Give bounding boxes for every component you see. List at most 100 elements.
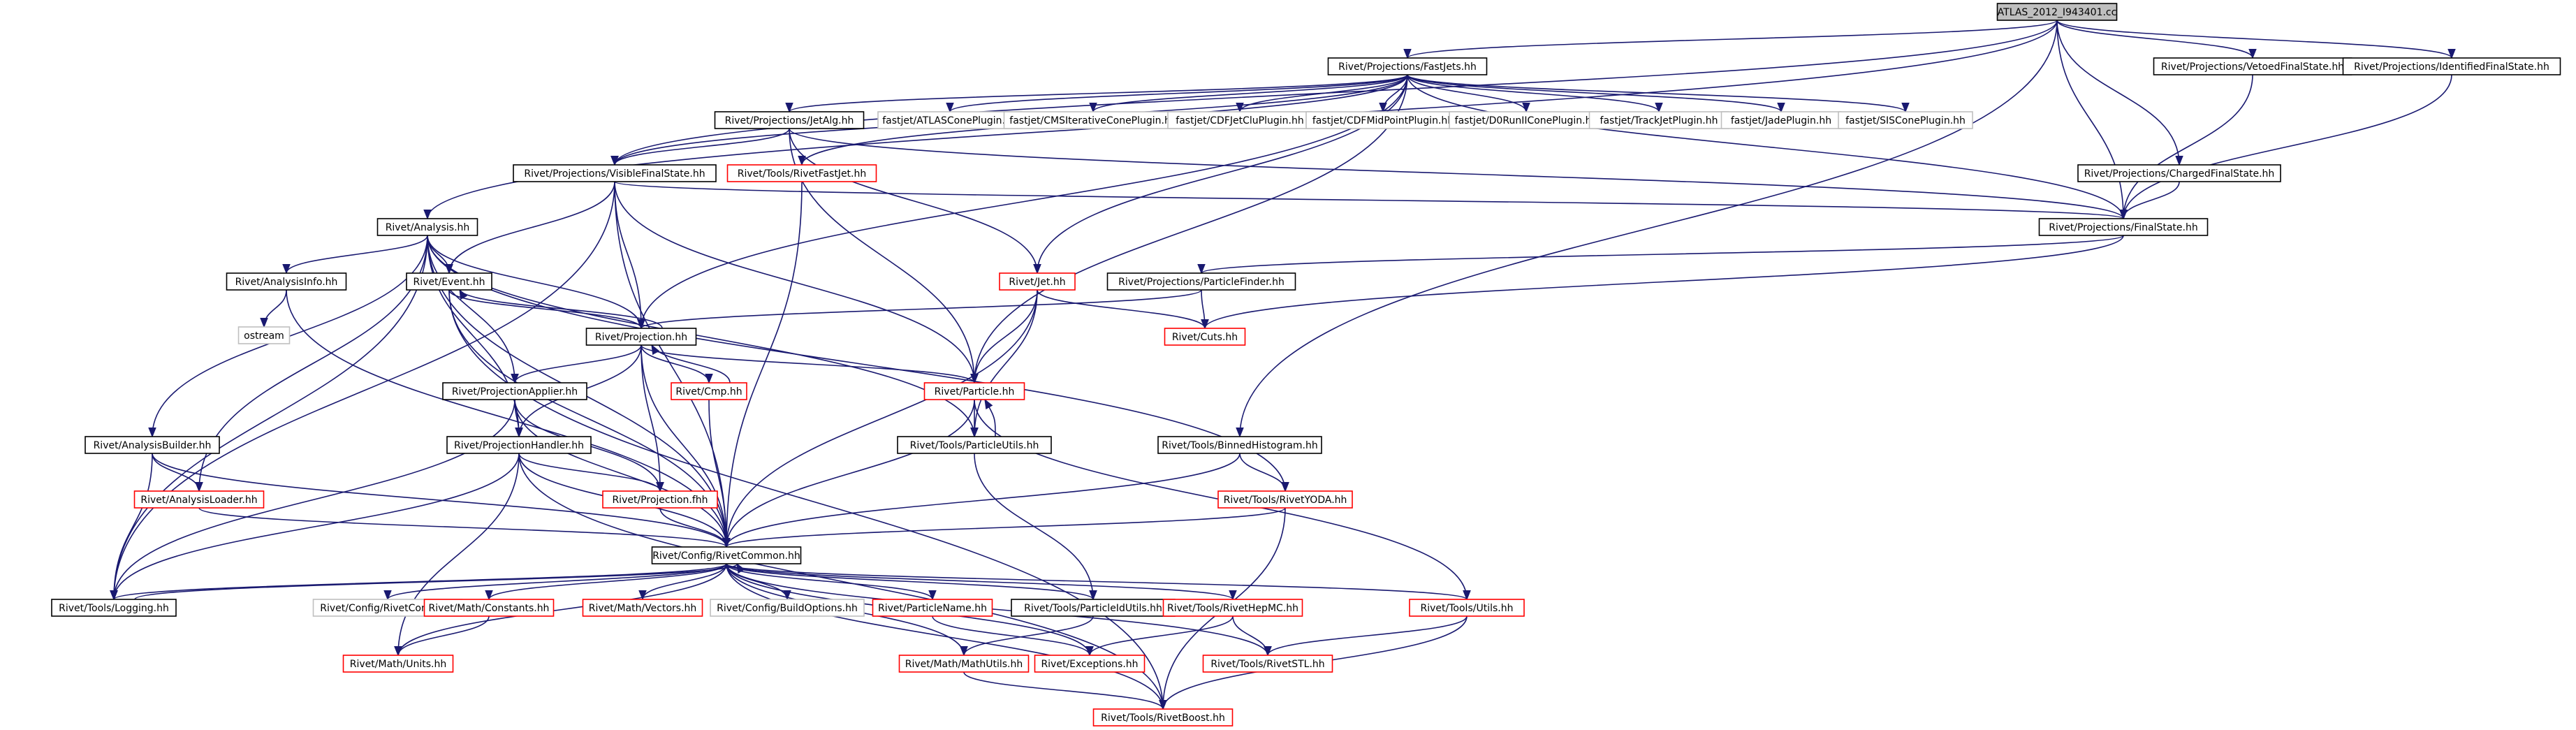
edge-projection-to-rivetcommon [641,344,731,548]
node-units[interactable]: Rivet/Math/Units.hh [342,655,454,673]
edge-analysis-to-logging [110,235,428,601]
edge-fastjets-to-finalstate [1407,74,2128,220]
node-projapplier[interactable]: Rivet/ProjectionApplier.hh [442,382,587,400]
node-projfhh[interactable]: Rivet/Projection.fhh [602,490,718,509]
node-exceptions[interactable]: Rivet/Exceptions.hh [1034,655,1146,673]
node-siscone-label: fastjet/SISConePlugin.hh [1845,115,1966,126]
node-jet[interactable]: Rivet/Jet.hh [999,272,1076,291]
node-projhandler[interactable]: Rivet/ProjectionHandler.hh [446,436,592,454]
node-atlascone-label: fastjet/ATLASConePlugin.hh [882,115,1018,126]
node-analysisinfo[interactable]: Rivet/AnalysisInfo.hh [226,272,347,291]
node-projfhh-box [602,490,718,509]
node-buildoptions-label: Rivet/Config/BuildOptions.hh [717,603,858,614]
node-projapplier-label: Rivet/ProjectionApplier.hh [452,386,578,397]
node-exceptions-box [1034,655,1146,673]
node-analysisloader[interactable]: Rivet/AnalysisLoader.hh [133,490,265,509]
node-jade-box [1720,111,1842,129]
node-jade: fastjet/JadePlugin.hh [1720,111,1842,129]
node-units-box [342,655,454,673]
node-projection[interactable]: Rivet/Projection.hh [585,328,697,346]
node-analysis-box [376,218,478,236]
node-analysisbuilder[interactable]: Rivet/AnalysisBuilder.hh [85,436,220,454]
edge-rivetcommon-to-utils [726,563,1471,601]
node-cuts[interactable]: Rivet/Cuts.hh [1164,328,1246,346]
edge-rivetcommon-to-rivethepmc [726,563,1237,601]
node-analysisinfo-label: Rivet/AnalysisInfo.hh [235,277,338,288]
node-event-box [406,272,492,291]
node-particleidutils-label: Rivet/Tools/ParticleIdUtils.hh [1024,603,1162,614]
node-binnedhisto-label: Rivet/Tools/BinnedHistogram.hh [1162,440,1318,451]
node-visible[interactable]: Rivet/Projections/VisibleFinalState.hh [513,164,717,182]
edge-analysis-to-projhandler [427,235,523,438]
edge-rivethepmc-to-exceptions [1085,615,1234,657]
edge-analysisloader-to-rivetcommon [198,507,731,548]
edge-projhandler-to-projfhh [518,453,664,492]
node-binnedhisto[interactable]: Rivet/Tools/BinnedHistogram.hh [1157,436,1322,454]
node-constants-box [423,599,555,617]
node-cdfmid: fastjet/CDFMidPointPlugin.hh [1305,111,1461,129]
edge-particlefinder-to-projection [637,289,1202,330]
node-root[interactable]: ATLAS_2012_I943401.cc [1996,3,2118,21]
node-jetalg-label: Rivet/Projections/JetAlg.hh [725,115,854,126]
node-vetoed[interactable]: Rivet/Projections/VetoedFinalState.hh [2153,57,2352,75]
node-cuts-box [1164,328,1246,346]
edge-rivetcommon-to-rivetstl [726,563,1272,657]
node-trackjet: fastjet/TrackJetPlugin.hh [1588,111,1729,129]
node-cuts-label: Rivet/Cuts.hh [1172,332,1238,343]
node-finalstate[interactable]: Rivet/Projections/FinalState.hh [2038,218,2209,236]
node-particlefinder[interactable]: Rivet/Projections/ParticleFinder.hh [1106,272,1296,291]
edge-root-to-binnedhisto [1236,20,2058,438]
node-particlename-box [872,599,993,617]
edge-rivetcommon-to-units [394,563,727,657]
node-particlename[interactable]: Rivet/ParticleName.hh [872,599,993,617]
node-logging[interactable]: Rivet/Tools/Logging.hh [51,599,177,617]
node-charged-box [2077,164,2281,182]
node-fastjets[interactable]: Rivet/Projections/FastJets.hh [1327,57,1488,75]
node-rivetcommon[interactable]: Rivet/Config/RivetCommon.hh [651,546,802,564]
edge-particleutils-to-particle [984,398,996,437]
node-mathutils[interactable]: Rivet/Math/MathUtils.hh [898,655,1030,673]
node-jetalg[interactable]: Rivet/Projections/JetAlg.hh [714,111,865,129]
node-visible-box [513,164,717,182]
node-rivetstl[interactable]: Rivet/Tools/RivetSTL.hh [1202,655,1333,673]
node-rivetyoda[interactable]: Rivet/Tools/RivetYODA.hh [1217,490,1353,509]
node-root-label: ATLAS_2012_I943401.cc [1998,7,2117,18]
node-particleutils[interactable]: Rivet/Tools/ParticleUtils.hh [897,436,1052,454]
edge-root-to-finalstate [2056,20,2128,220]
node-particleidutils[interactable]: Rivet/Tools/ParticleIdUtils.hh [1011,599,1176,617]
node-rivetboost[interactable]: Rivet/Tools/RivetBoost.hh [1092,708,1234,727]
node-vectors[interactable]: Rivet/Math/Vectors.hh [582,599,703,617]
node-rivetfastjet[interactable]: Rivet/Tools/RivetFastJet.hh [726,164,877,182]
edge-finalstate-to-particlefinder [1197,235,2124,275]
edge-visible-to-event [445,181,615,275]
edge-analysis-to-analysisinfo [282,235,428,275]
node-identified[interactable]: Rivet/Projections/IdentifiedFinalState.h… [2342,57,2561,75]
node-cmp-label: Rivet/Cmp.hh [675,386,742,397]
node-logging-box [51,599,177,617]
node-rivethepmc-box [1162,599,1303,617]
node-cmp[interactable]: Rivet/Cmp.hh [671,382,747,400]
edge-projection-to-particle [641,344,979,384]
node-trackjet-box [1588,111,1729,129]
node-constants[interactable]: Rivet/Math/Constants.hh [423,599,555,617]
node-rivetstl-label: Rivet/Tools/RivetSTL.hh [1210,659,1324,670]
node-rivethepmc[interactable]: Rivet/Tools/RivetHepMC.hh [1162,599,1303,617]
edge-projhandler-to-units [394,453,520,657]
node-analysis[interactable]: Rivet/Analysis.hh [376,218,478,236]
node-rivethepmc-label: Rivet/Tools/RivetHepMC.hh [1167,603,1298,614]
edge-utils-to-rivetstl [1264,615,1468,657]
node-charged[interactable]: Rivet/Projections/ChargedFinalState.hh [2077,164,2281,182]
node-binnedhisto-box [1157,436,1322,454]
edge-rivetcommon-to-vectors [638,563,727,601]
node-projection-label: Rivet/Projection.hh [595,332,687,343]
node-utils[interactable]: Rivet/Tools/Utils.hh [1409,599,1525,617]
node-fastjets-box [1327,57,1488,75]
node-cdfjetclu-label: fastjet/CDFJetCluPlugin.hh [1176,115,1303,126]
node-cdfmid-box [1305,111,1461,129]
node-event[interactable]: Rivet/Event.hh [406,272,492,291]
node-particle[interactable]: Rivet/Particle.hh [923,382,1025,400]
edge-jetalg-to-visible [610,128,790,166]
edge-fastjets-to-atlascone [946,74,1408,113]
node-logging-label: Rivet/Tools/Logging.hh [59,603,169,614]
node-rivetcommon-label: Rivet/Config/RivetCommon.hh [652,550,800,562]
